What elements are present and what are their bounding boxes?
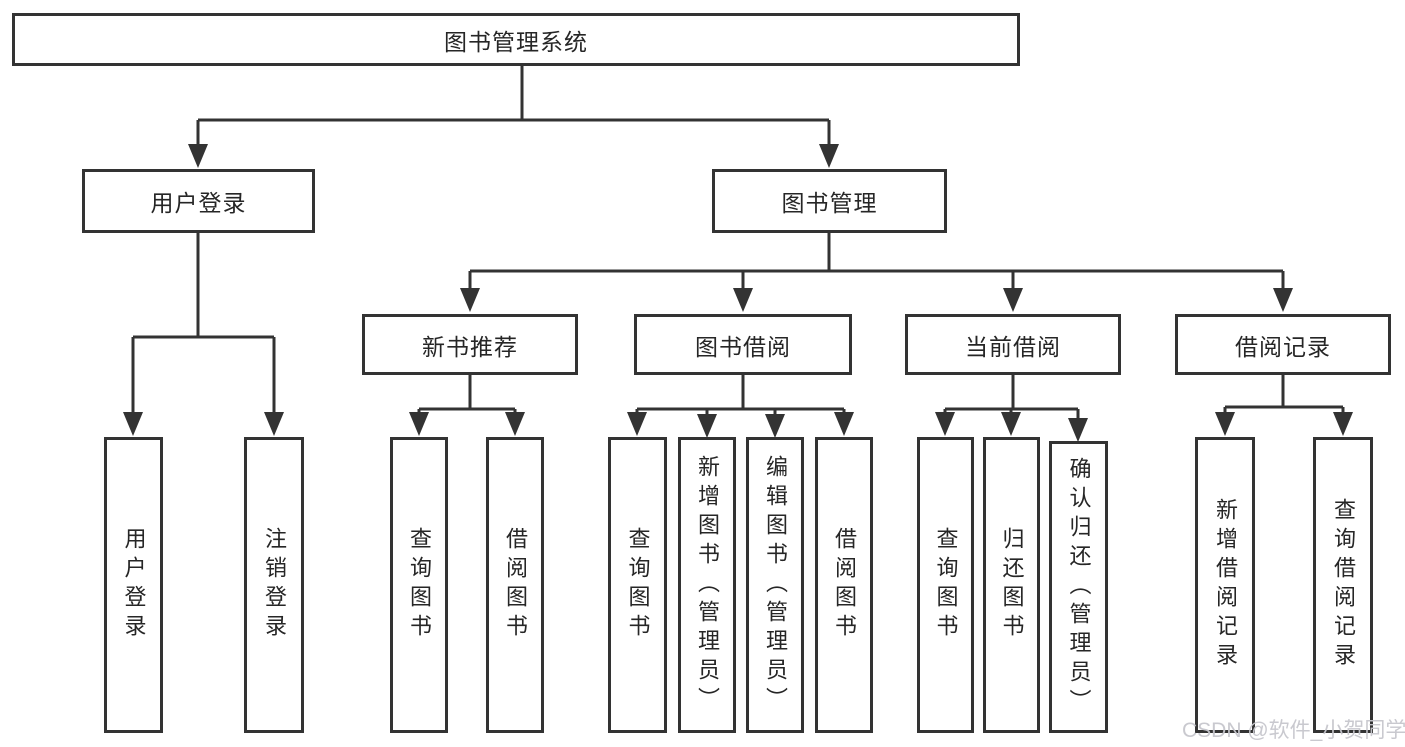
leaf-query-borrow-record: 查询借阅记录 bbox=[1313, 437, 1373, 733]
node-current-borrow: 当前借阅 bbox=[905, 314, 1121, 375]
leaf-borrow-books-2: 借阅图书 bbox=[815, 437, 873, 733]
connector-book-borrow bbox=[635, 375, 846, 420]
connector-root bbox=[196, 65, 831, 150]
leaf-query-books-2: 查询图书 bbox=[608, 437, 667, 733]
leaf-return-books: 归还图书 bbox=[983, 437, 1040, 733]
node-user-login: 用户登录 bbox=[82, 169, 315, 233]
leaf-borrow-books-1: 借阅图书 bbox=[486, 437, 544, 733]
node-book-mgmt: 图书管理 bbox=[712, 169, 947, 233]
leaf-query-books-3: 查询图书 bbox=[917, 437, 974, 733]
connector-borrow-records bbox=[1223, 375, 1345, 420]
leaf-add-borrow-record: 新增借阅记录 bbox=[1195, 437, 1255, 733]
node-borrow-records: 借阅记录 bbox=[1175, 314, 1391, 375]
leaf-add-book-admin: 新增图书（管理员） bbox=[678, 437, 736, 733]
watermark: CSDN @软件_小贺同学 bbox=[1182, 719, 1405, 742]
connector-book-mgmt bbox=[468, 233, 1285, 294]
node-root: 图书管理系统 bbox=[12, 13, 1020, 66]
connector-new-book-rec bbox=[417, 375, 517, 420]
leaf-logout: 注销登录 bbox=[244, 437, 304, 733]
leaf-edit-book-admin: 编辑图书（管理员） bbox=[746, 437, 804, 733]
leaf-confirm-return-admin: 确认归还（管理员） bbox=[1049, 441, 1108, 733]
arrowheads bbox=[123, 144, 1353, 442]
node-book-borrow: 图书借阅 bbox=[634, 314, 852, 375]
node-new-book-rec: 新书推荐 bbox=[362, 314, 578, 375]
leaf-query-books-1: 查询图书 bbox=[390, 437, 448, 733]
leaf-user-login: 用户登录 bbox=[104, 437, 163, 733]
connector-user-login bbox=[131, 233, 276, 418]
